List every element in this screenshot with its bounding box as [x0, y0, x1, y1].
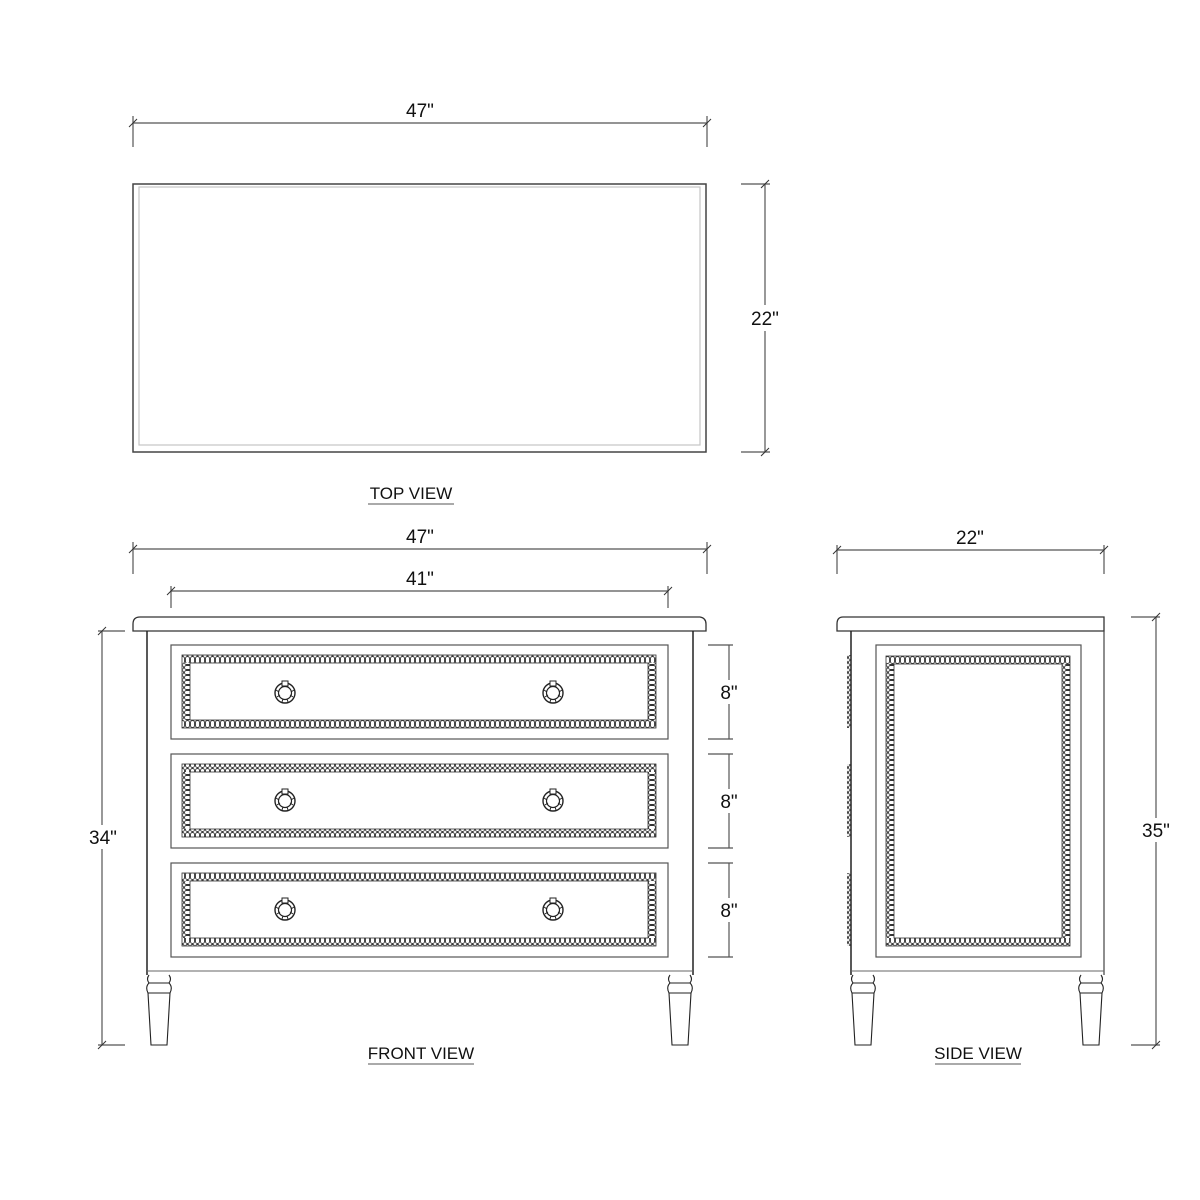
drawer-height-dimensions: 8" 8" 8" [708, 644, 744, 958]
drawer-profile [847, 764, 851, 837]
side-top-slab [836, 616, 1105, 632]
side-panel [875, 644, 1082, 958]
side-height-dimension: 35" [1131, 612, 1176, 1050]
drawer-1 [170, 644, 669, 740]
front-overall-width-dimension: 47" [128, 527, 712, 574]
drawer-profile [847, 655, 851, 728]
drawer-2 [170, 753, 669, 849]
front-overall-width-label: 47" [406, 527, 434, 548]
top-depth-label: 22" [751, 309, 779, 330]
front-view-label: FRONT VIEW [368, 1044, 474, 1063]
drawer-2-height-label: 8" [720, 792, 737, 813]
top-view: 47" 22" TOP VIEW [128, 101, 782, 505]
drawer-3 [170, 862, 669, 958]
front-inner-width-label: 41" [406, 569, 434, 590]
drawer-1-height-label: 8" [720, 683, 737, 704]
top-width-label: 47" [406, 101, 434, 122]
side-leg-right [1078, 974, 1104, 1046]
side-height-label: 35" [1142, 821, 1170, 842]
top-depth-dimension: 22" [741, 179, 782, 457]
front-leg-left [146, 974, 172, 1046]
side-view: 22" 35" SIDE VIEW [832, 528, 1176, 1065]
drawer-profile [847, 873, 851, 946]
side-depth-label: 22" [956, 528, 984, 549]
front-top-slab [132, 616, 707, 632]
front-inner-width-dimension: 41" [166, 569, 673, 608]
side-view-label: SIDE VIEW [934, 1044, 1022, 1063]
drawer-3-height-label: 8" [720, 901, 737, 922]
front-leg-right [667, 974, 693, 1046]
front-view: 47" 41" [84, 527, 744, 1065]
side-leg-left [850, 974, 876, 1046]
front-height-dimension: 34" [84, 626, 125, 1050]
top-view-label: TOP VIEW [370, 484, 453, 503]
top-outline [132, 183, 707, 453]
side-depth-dimension: 22" [832, 528, 1109, 574]
front-height-label: 34" [89, 828, 117, 849]
top-width-dimension: 47" [128, 101, 712, 147]
